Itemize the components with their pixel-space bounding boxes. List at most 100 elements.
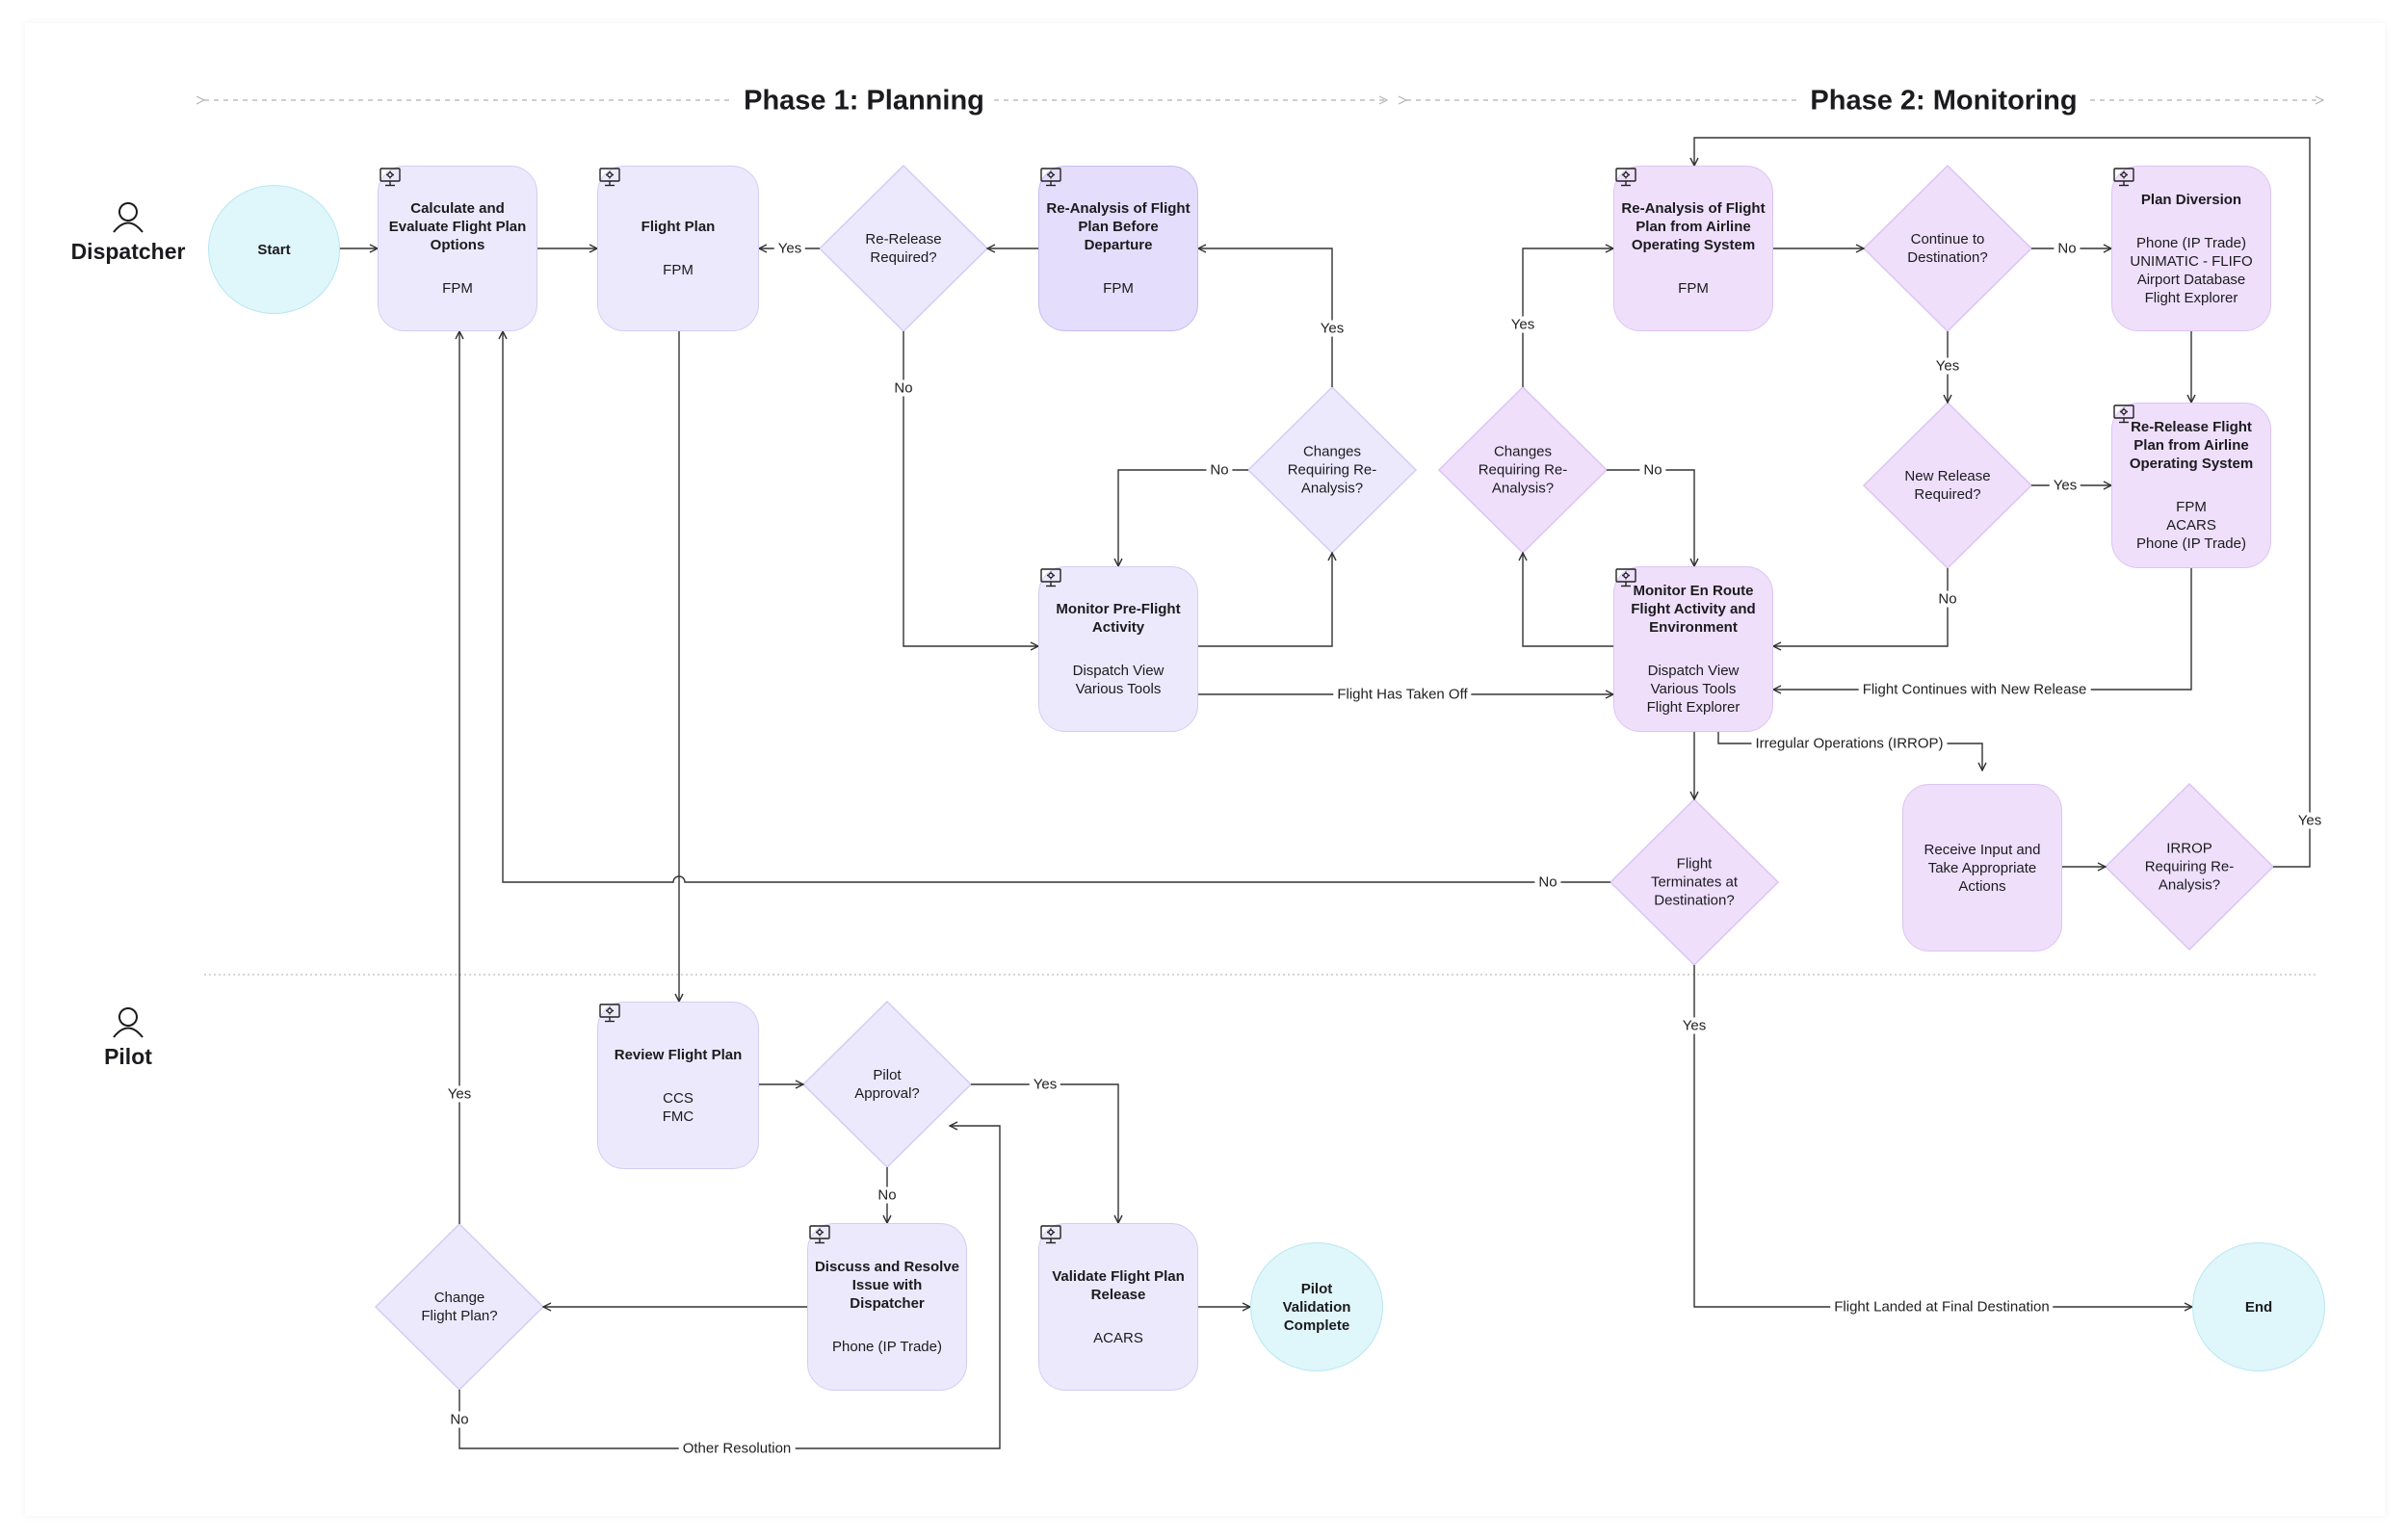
node-title: Monitor En Route Flight Activity and Env… <box>1631 583 1756 636</box>
edge-label-flight-taken-off: Flight Has Taken Off <box>1333 686 1472 703</box>
irrop-reanalysis-text: IRROP Requiring Re-Analysis? <box>2144 840 2235 894</box>
computer-icon <box>2113 168 2203 233</box>
edge-label-no: No <box>1534 873 1561 891</box>
pilot-lane-icon <box>113 1007 144 1038</box>
start-node: Start <box>208 185 340 314</box>
edge-label-yes: Yes <box>2049 477 2081 494</box>
edge-terminates-yes-end <box>1693 965 2192 1307</box>
edge-monitor-enroute-changes <box>1523 553 1613 647</box>
edge-terminates-no <box>503 331 1610 883</box>
node-title: Discuss and Resolve Issue with Dispatche… <box>814 1259 960 1312</box>
node-title: Monitor Pre-Flight Activity <box>1056 601 1181 636</box>
receive-input-box: Receive Input and Take Appropriate Actio… <box>1902 784 2062 951</box>
edge-label-no: No <box>2054 240 2081 257</box>
computer-icon <box>1040 168 1130 278</box>
node-title: Re-Analysis of Flight Plan from Airline … <box>1621 200 1766 253</box>
tool-label: FPM <box>442 280 473 297</box>
edge-changes-pre-no <box>1118 469 1248 566</box>
edge-changes-pre-yes <box>1198 248 1333 387</box>
computer-icon <box>2113 404 2203 497</box>
phase-monitoring-title: Phase 2: Monitoring <box>1800 85 2087 117</box>
computer-icon <box>599 1004 690 1088</box>
edge-label-no: No <box>1934 590 1961 608</box>
change-flight-plan-text: Change Flight Plan? <box>421 1290 498 1324</box>
computer-icon <box>599 168 690 260</box>
edge-label-irrop: Irregular Operations (IRROP) <box>1751 735 1948 752</box>
pilot-validation-complete-node: Pilot Validation Complete <box>1250 1242 1383 1371</box>
edge-other-resolution <box>458 1126 1001 1449</box>
edge-label-yes: Yes <box>1931 357 1964 375</box>
node-title: Plan Diversion <box>2140 191 2242 208</box>
diamond-shapes-monitoring <box>1437 164 2275 967</box>
edge-label-yes: Yes <box>1029 1076 1061 1093</box>
tool-label: Various Tools <box>1075 681 1162 697</box>
edge-label-yes: Yes <box>1678 1017 1711 1034</box>
edge-label-no: No <box>1206 461 1233 479</box>
pilot-approval-text: Pilot Approval? <box>854 1067 920 1102</box>
end-node: End <box>2192 1242 2325 1371</box>
tool-label: Airport Database <box>2136 271 2246 288</box>
dispatcher-lane-icon <box>113 202 144 233</box>
changes-reanalysis-pre-text: Changes Requiring Re-Analysis? <box>1287 443 1377 497</box>
node-title: Calculate and Evaluate Flight Plan Optio… <box>388 200 527 253</box>
re-release-required-text: Re-Release Required? <box>865 231 942 266</box>
diamond-shapes <box>374 164 1418 1392</box>
edge-label-other-resolution: Other Resolution <box>678 1440 796 1457</box>
edge-label-yes: Yes <box>1316 320 1348 337</box>
tool-label: Flight Explorer <box>2144 289 2238 306</box>
tool-label: ACARS <box>1093 1329 1143 1346</box>
irrop-reanalysis-diamond <box>2104 782 2275 951</box>
edge-label-no: No <box>890 379 917 397</box>
changes-reanalysis-enroute-text: Changes Requiring Re-Analysis? <box>1478 443 1568 497</box>
calculate-evaluate-box: Calculate and Evaluate Flight Plan Optio… <box>378 166 537 331</box>
edge-new-release-no <box>1773 568 1949 646</box>
lane-pilot: Pilot <box>104 1044 152 1069</box>
edge-label-yes: Yes <box>2293 812 2326 829</box>
tool-label: Dispatch View <box>1647 663 1740 679</box>
lane-dispatcher: Dispatcher <box>70 239 186 264</box>
edge-label-no: No <box>1639 461 1666 479</box>
discuss-resolve-box: Discuss and Resolve Issue with Dispatche… <box>807 1223 967 1391</box>
tool-label: Various Tools <box>1650 681 1737 697</box>
node-title: Re-Release Flight Plan from Airline Oper… <box>2129 419 2254 472</box>
edge-changes-enroute-yes <box>1522 248 1613 387</box>
tool-label: ACARS <box>2166 517 2216 534</box>
flight-terminates-text: Flight Terminates at Destination? <box>1650 855 1739 909</box>
computer-icon <box>1615 168 1705 278</box>
edge-label-yes: Yes <box>443 1085 476 1103</box>
computer-icon <box>1040 568 1130 661</box>
node-title: Review Flight Plan <box>614 1046 743 1063</box>
re-release-airline-box: Re-Release Flight Plan from Airline Oper… <box>2111 403 2271 568</box>
node-title: Re-Analysis of Flight Plan Before Depart… <box>1046 200 1191 253</box>
edge-label-yes: Yes <box>1506 316 1539 333</box>
computer-icon <box>1040 1225 1130 1328</box>
edge-changes-enroute-no <box>1607 469 1694 566</box>
reanalysis-before-departure-box: Re-Analysis of Flight Plan Before Depart… <box>1038 166 1198 331</box>
edge-monitor-pre-changes <box>1198 553 1332 647</box>
tool-label: FPM <box>1678 280 1709 297</box>
tool-label: FMC <box>662 1108 694 1125</box>
tool-label: FPM <box>1103 280 1134 297</box>
tool-label: Phone (IP Trade) <box>832 1339 942 1355</box>
monitor-enroute-box: Monitor En Route Flight Activity and Env… <box>1613 566 1773 732</box>
edge-label-continues-new-release: Flight Continues with New Release <box>1858 681 2091 698</box>
edge-label-no: No <box>874 1186 901 1204</box>
continue-destination-text: Continue to Destination? <box>1907 231 1988 266</box>
edge-continues-new-release <box>1773 568 2192 690</box>
tool-label: CCS <box>663 1089 694 1107</box>
node-title: Flight Plan <box>641 219 716 235</box>
tool-label: FPM <box>663 262 694 278</box>
edge-irrop-yes <box>1694 137 2311 868</box>
tool-label: Phone (IP Trade) <box>2136 234 2246 251</box>
reanalysis-airline-box: Re-Analysis of Flight Plan from Airline … <box>1613 166 1773 331</box>
tool-label: Flight Explorer <box>1646 699 1741 716</box>
tool-label: UNIMATIC - FLIFO <box>2130 252 2253 270</box>
tool-label: FPM <box>2176 499 2207 515</box>
computer-icon <box>809 1225 899 1337</box>
edge-label-no: No <box>446 1411 473 1428</box>
edge-rerelease-no-monitor-pre <box>903 331 1038 646</box>
